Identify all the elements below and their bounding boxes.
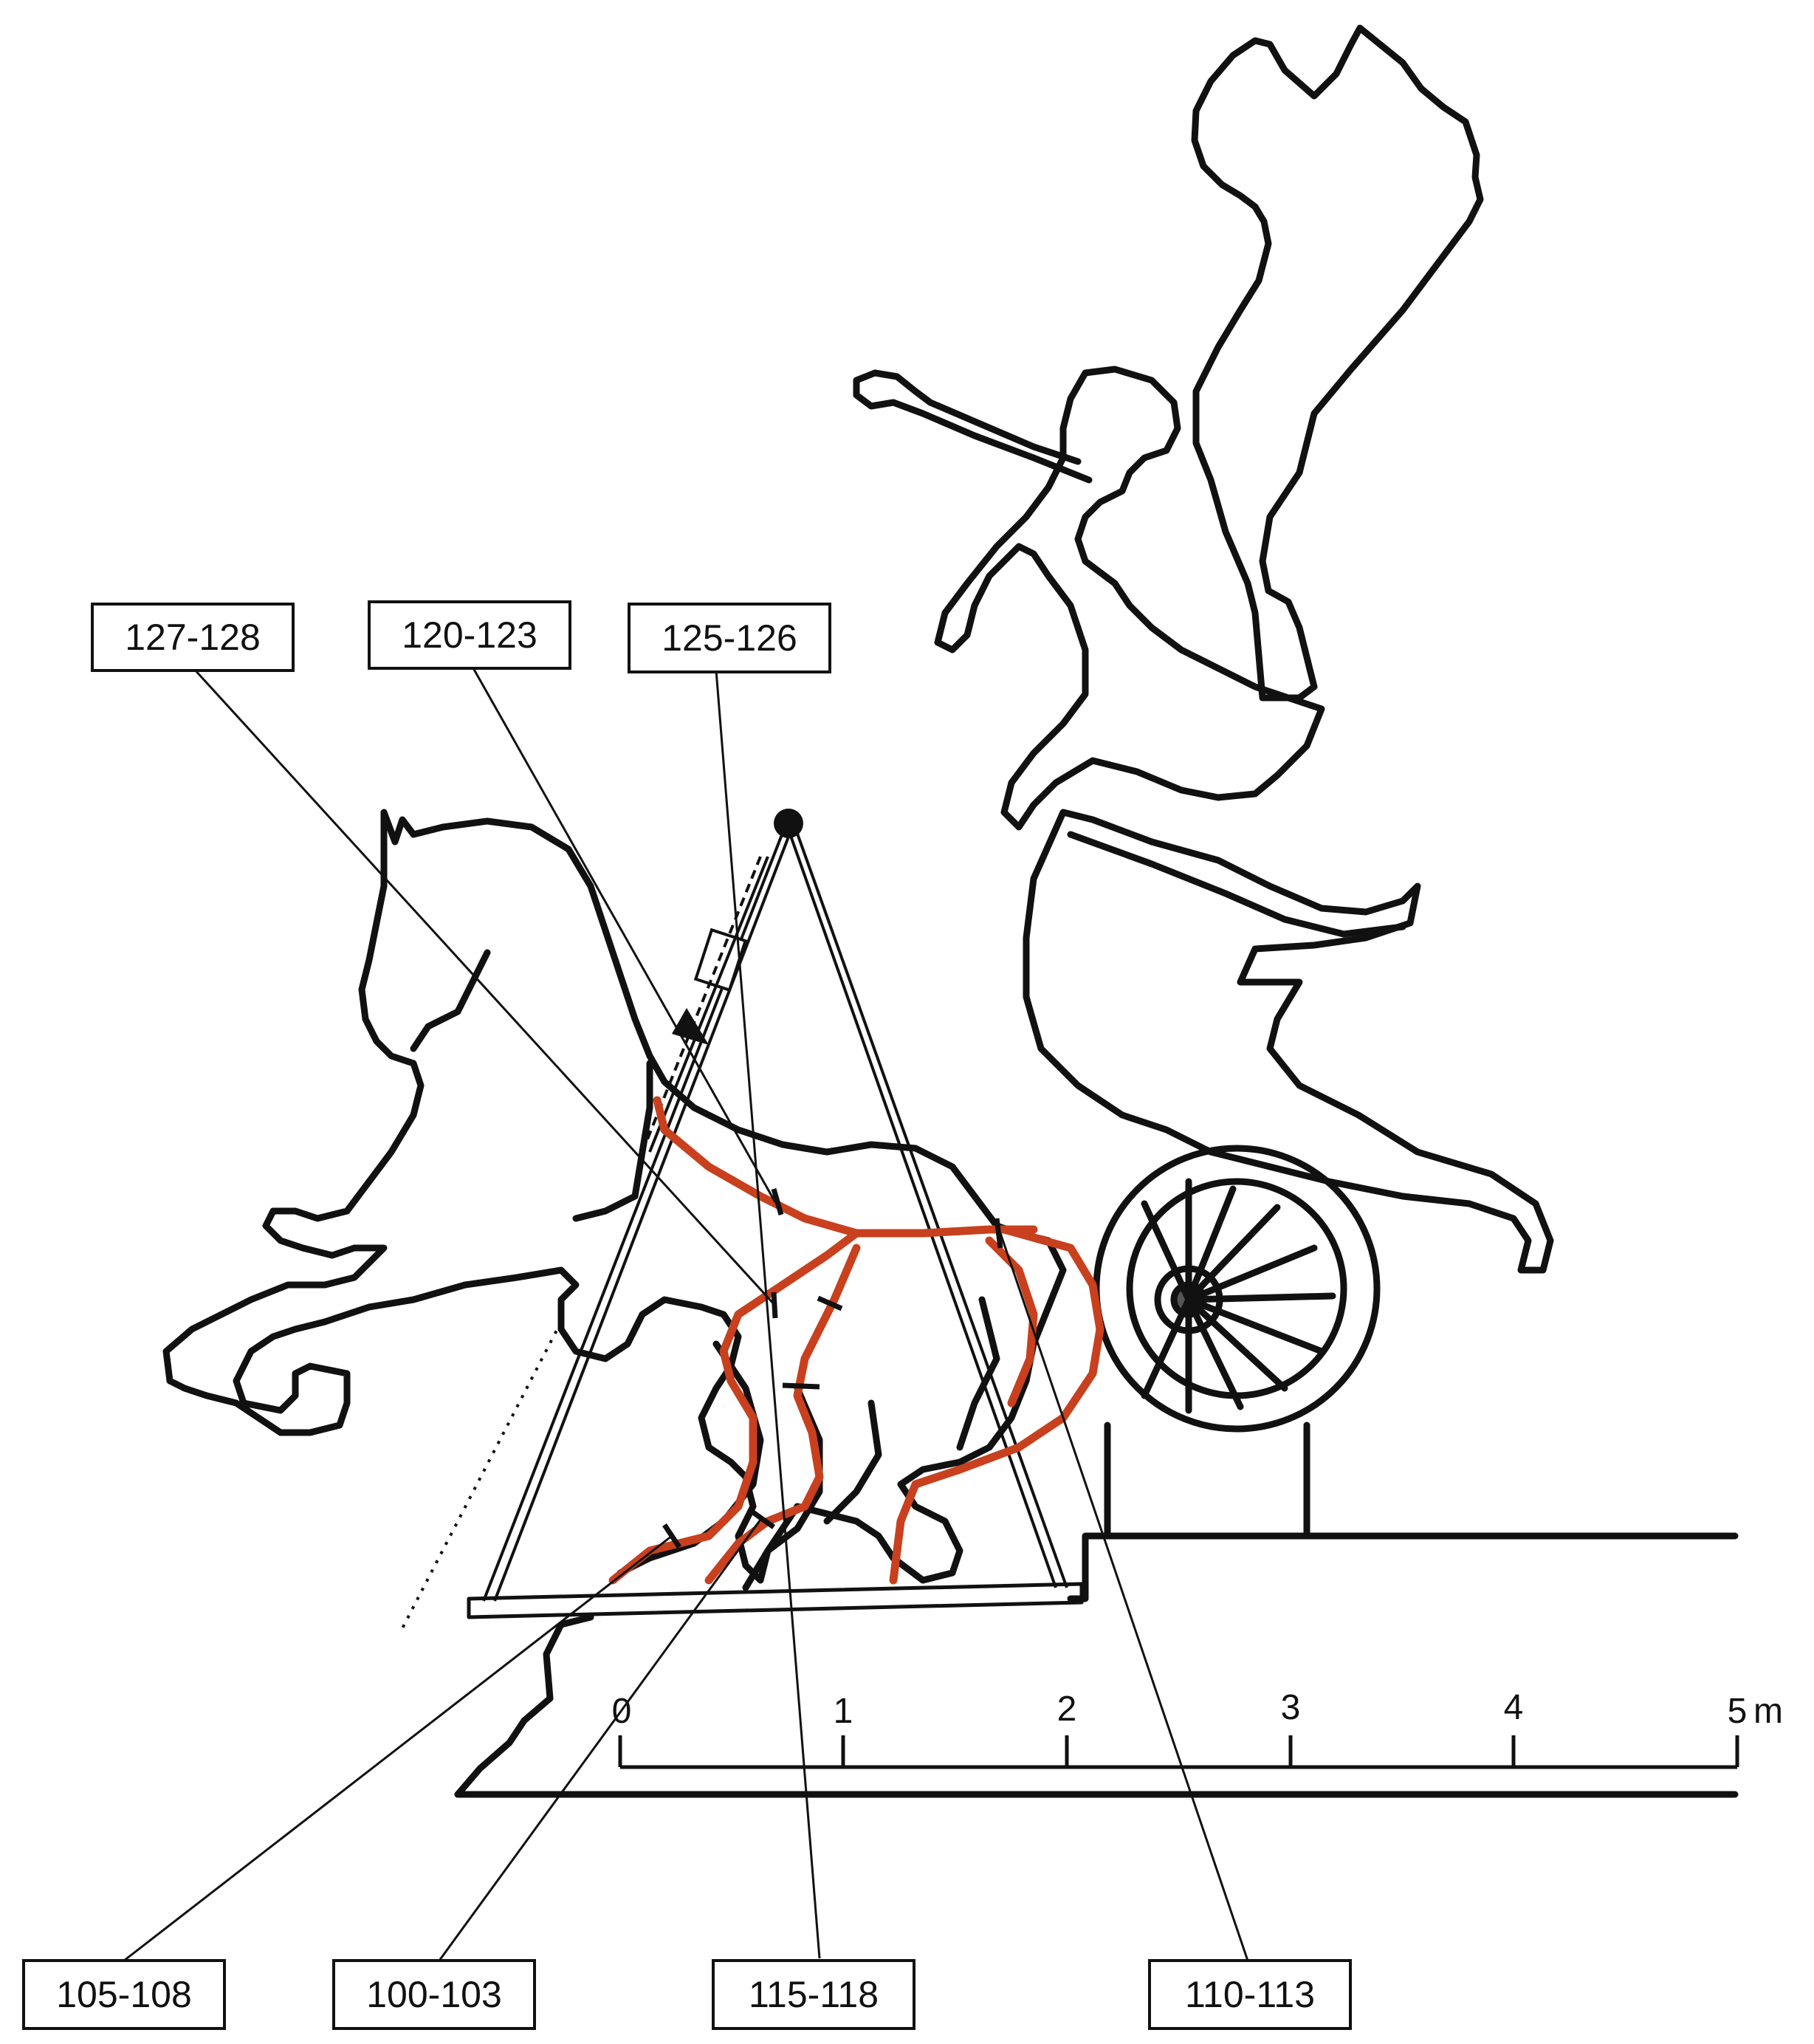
- horse-mane: [410, 949, 491, 1052]
- pivot-point: [774, 809, 803, 838]
- label-115-118-text: 115-118: [749, 1974, 879, 2015]
- label-100-103: 100-103: [332, 1959, 536, 2030]
- leader-lines: [123, 666, 1249, 1962]
- scale-tick-3: 3: [1281, 1688, 1301, 1727]
- label-127-128: 127-128: [91, 603, 295, 672]
- label-125-126: 125-126: [628, 603, 831, 673]
- scale-tick-4: 4: [1504, 1688, 1524, 1727]
- label-125-126-text: 125-126: [662, 617, 797, 659]
- figure-arm-outline: [853, 369, 1093, 484]
- label-105-108-text: 105-108: [56, 1974, 192, 2015]
- scale-unit: m: [1753, 1692, 1783, 1731]
- scale-tick-5: 5: [1728, 1692, 1748, 1731]
- chariot-rim-band: [1067, 831, 1406, 938]
- label-120-123-text: 120-123: [402, 614, 537, 656]
- plinth-outline: [454, 1532, 1739, 1798]
- horse-foreleg: [572, 1060, 653, 1222]
- label-120-123: 120-123: [368, 600, 571, 670]
- winged-figure-outline: [1191, 24, 1484, 702]
- chariot-wheel-outer: [1093, 1145, 1381, 1433]
- label-110-113: 110-113: [1148, 1959, 1352, 2030]
- chariot-body-outline: [1023, 809, 1554, 1274]
- wheel-spokes: [1141, 1178, 1336, 1414]
- label-100-103-text: 100-103: [366, 1974, 502, 2015]
- scale-tick-0: 0: [612, 1692, 632, 1731]
- label-127-128-text: 127-128: [125, 617, 261, 658]
- arrow-head: [672, 1008, 709, 1045]
- scale-tick-2: 2: [1057, 1690, 1077, 1729]
- label-105-108: 105-108: [22, 1959, 226, 2030]
- scale-tick-1: 1: [834, 1692, 853, 1731]
- cable-markers: [662, 1188, 1003, 1549]
- horse-outline: [162, 809, 1067, 1584]
- wheel-support: [1104, 1421, 1310, 1540]
- a-frame: [401, 809, 1068, 1629]
- label-115-118: 115-118: [712, 1959, 915, 2030]
- base-board: [467, 1582, 1084, 1619]
- scale-bar: 0 1 2 3 4 5 m: [612, 1688, 1783, 1769]
- label-110-113-text: 110-113: [1185, 1974, 1315, 2015]
- figure-body-outline: [934, 366, 1325, 831]
